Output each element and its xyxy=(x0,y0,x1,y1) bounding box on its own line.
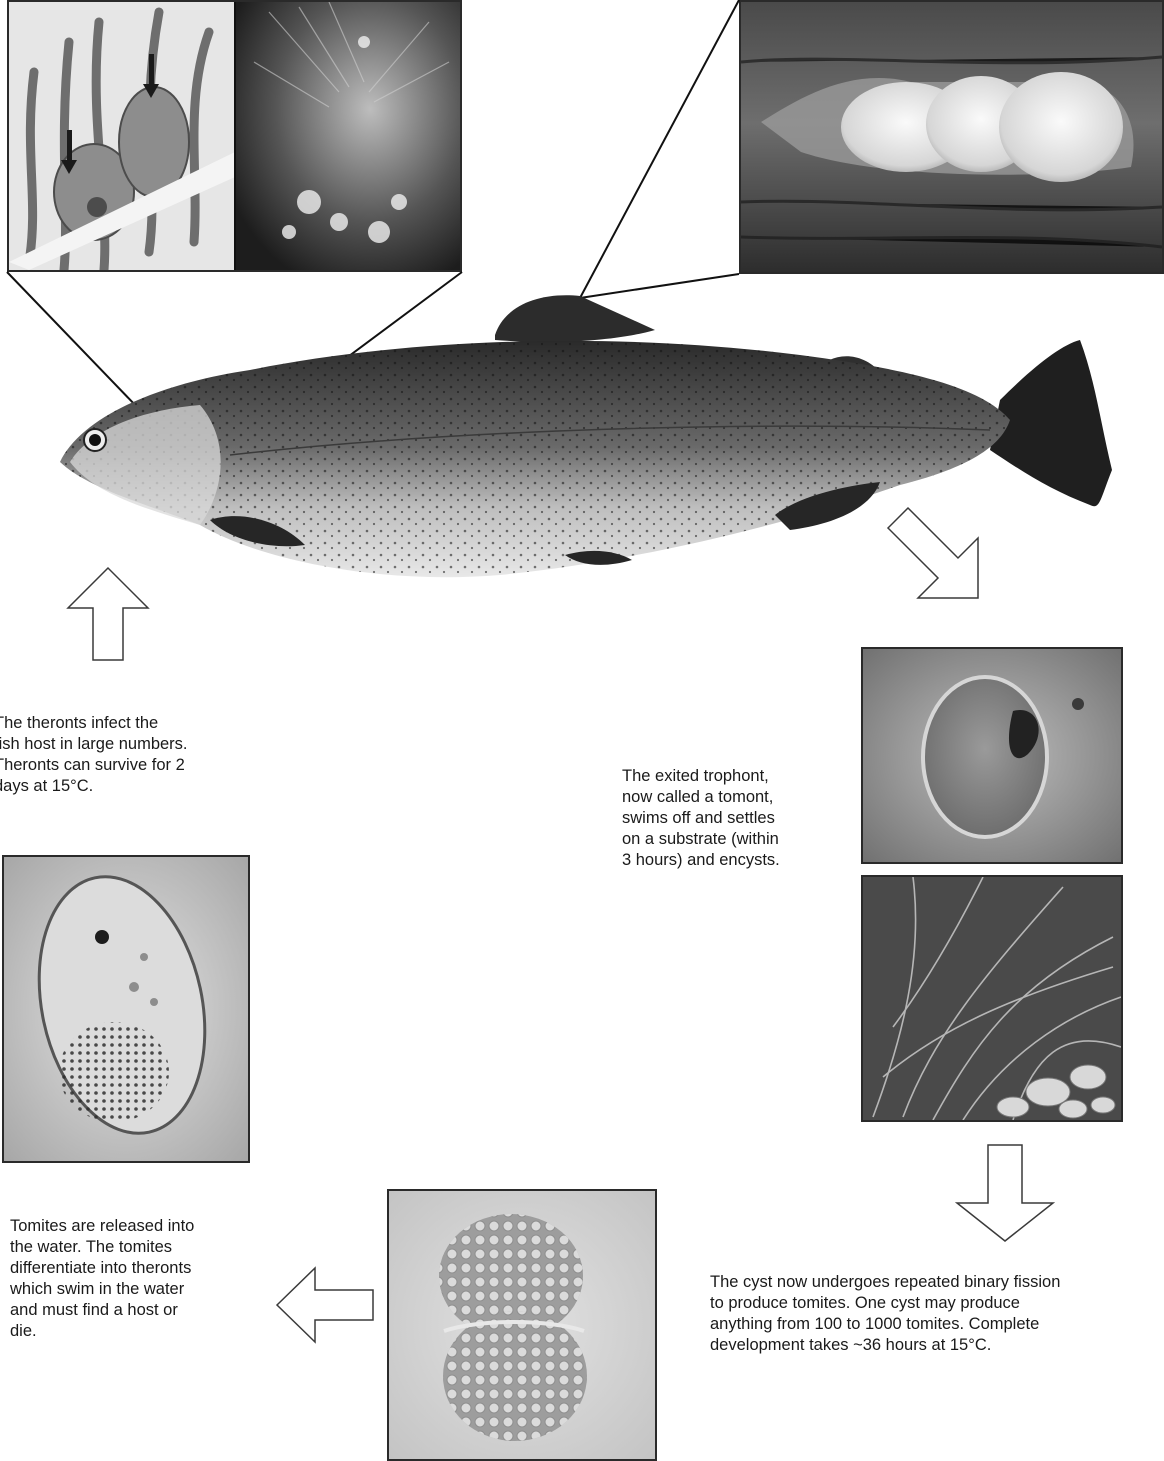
left-outline-arrow-icon xyxy=(275,1260,375,1350)
substrate-plants-photo xyxy=(861,875,1123,1122)
caption-tomont: The exited trophont, now called a tomont… xyxy=(622,766,842,871)
fish-diagram xyxy=(0,0,1164,700)
caption-tomites-released: Tomites are released into the water. The… xyxy=(10,1216,270,1342)
caption-theronts-infect: The theronts infect the fish host in lar… xyxy=(0,713,274,797)
trout-fish xyxy=(60,295,1112,577)
caption-cyst-fission: The cyst now undergoes repeated binary f… xyxy=(710,1272,1162,1356)
up-outline-arrow-icon xyxy=(68,568,148,660)
theront-microscopy-photo xyxy=(2,855,250,1163)
down-right-outline-arrow-icon xyxy=(888,508,978,598)
down-outline-arrow-icon xyxy=(955,1143,1055,1243)
dividing-cyst-photo xyxy=(387,1189,657,1461)
tomont-microscopy-photo xyxy=(861,647,1123,864)
